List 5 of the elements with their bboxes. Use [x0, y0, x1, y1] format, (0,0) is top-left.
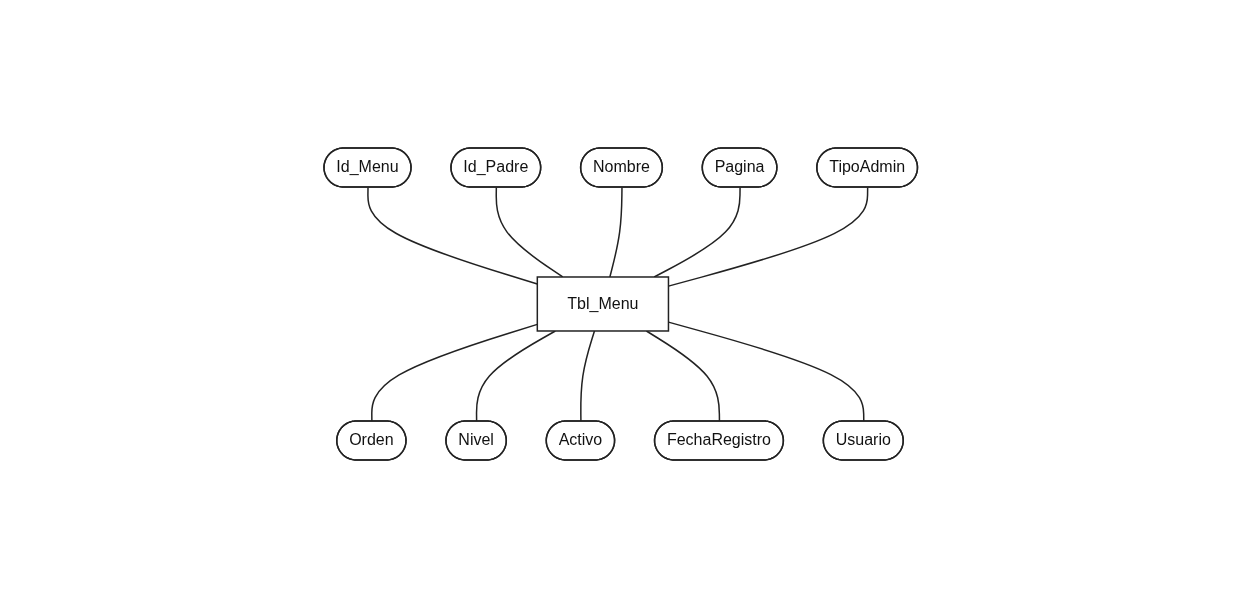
connector — [653, 186, 742, 278]
connector — [609, 186, 623, 278]
connector — [668, 186, 869, 287]
connector — [495, 186, 564, 278]
node-box: Tbl_Menu — [536, 276, 670, 332]
